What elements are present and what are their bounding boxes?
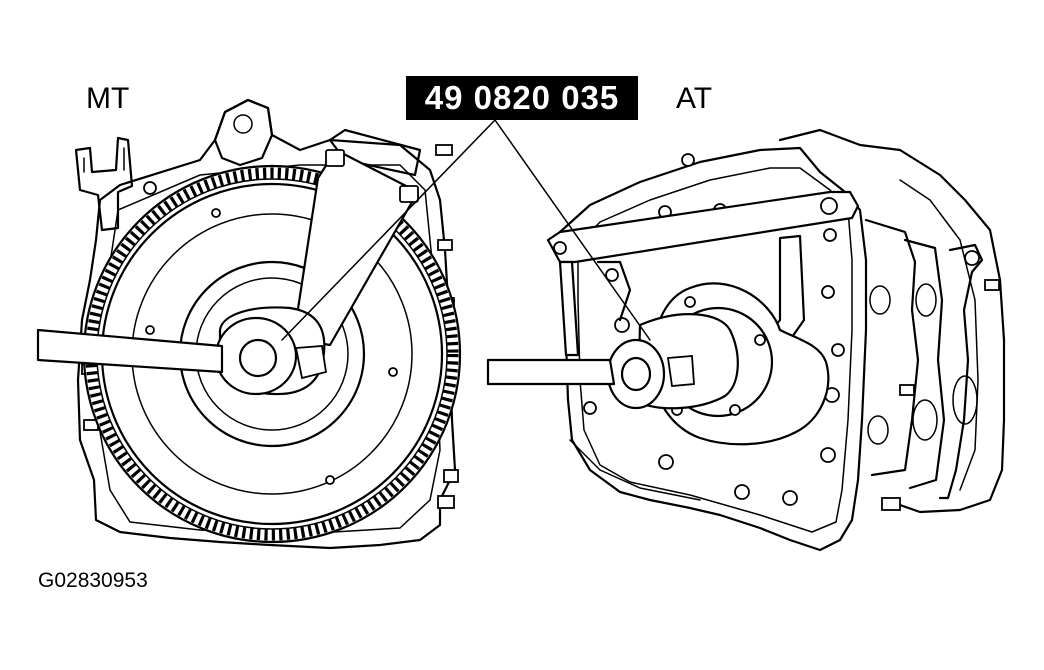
at-label: AT <box>676 82 713 115</box>
mt-label: MT <box>86 82 130 115</box>
mt-ring-gear-teeth <box>85 167 459 541</box>
figure-code: G02830953 <box>38 569 148 592</box>
part-number-callout: 49 0820 035 <box>406 76 638 120</box>
at-breaker-bar <box>486 358 616 386</box>
mt-engine-drawing <box>36 98 462 550</box>
leader-line-mt <box>281 119 496 341</box>
mt-breaker-bar <box>36 328 224 374</box>
at-engine-drawing <box>486 128 1006 552</box>
callout-leaders <box>281 119 651 341</box>
leader-line-at <box>494 119 651 341</box>
